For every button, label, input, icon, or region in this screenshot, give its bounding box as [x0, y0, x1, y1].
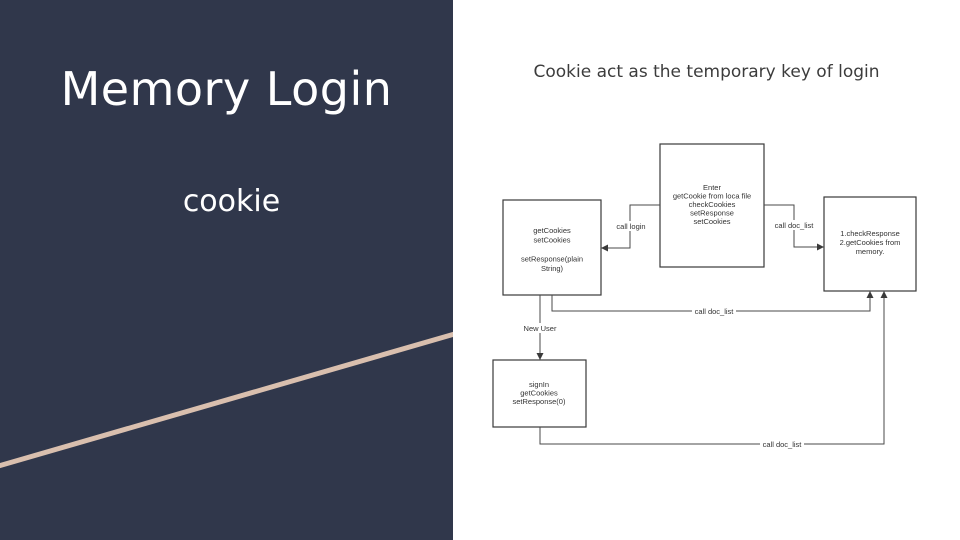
enter-box-text-line: setResponse — [690, 209, 734, 218]
client-box-text-line: setCookies — [533, 236, 570, 245]
arrowhead-call-login — [601, 244, 608, 252]
signin-box-text-line: setResponse(0) — [513, 397, 566, 406]
arrowhead-new-user — [536, 353, 544, 360]
client-box-text-line: String) — [541, 264, 564, 273]
signin-box-text-line: getCookies — [520, 389, 558, 398]
connector-call-doc-list-bottom — [539, 291, 885, 445]
enter-box-text-line: Enter — [703, 183, 721, 192]
label-call-doc-list-mid: call doc_list — [695, 307, 735, 316]
enter-box-text-line: checkCookies — [689, 200, 736, 209]
label-new-user: New User — [524, 324, 557, 333]
client-box-text-line: setResponse(plain — [521, 255, 583, 264]
signin-box-text-line: signIn — [529, 380, 549, 389]
client-box-text-line: getCookies — [533, 226, 571, 235]
enter-box — [659, 143, 765, 268]
diagonal-stripe — [0, 331, 453, 469]
server-box-text-line: 1.checkResponse — [840, 229, 900, 238]
diagram-heading: Cookie act as the temporary key of login — [533, 62, 880, 82]
server-box-text-line: memory. — [856, 247, 885, 256]
label-call-doc-list-bottom: call doc_list — [763, 440, 803, 449]
label-call-doc-list-top: call doc_list — [775, 221, 815, 230]
client-box — [502, 199, 602, 296]
left-panel: Memory Login cookie — [0, 0, 453, 540]
slide-title: Memory Login — [60, 62, 393, 116]
enter-box-text-line: getCookie from loca file — [673, 192, 751, 201]
arrowhead-call-doc-list-mid — [866, 291, 874, 298]
signin-box — [492, 359, 587, 428]
arrowhead-call-doc-list-bottom — [880, 291, 888, 298]
enter-box-text-line: setCookies — [693, 217, 730, 226]
label-call-login: call login — [616, 222, 645, 231]
arrowhead-call-doc-list-top — [817, 243, 824, 251]
server-box-text-line: 2.getCookies from — [840, 238, 901, 247]
slide-subtitle: cookie — [182, 184, 281, 219]
login-flow-diagram: call login call doc_list call doc_list N… — [492, 143, 917, 449]
